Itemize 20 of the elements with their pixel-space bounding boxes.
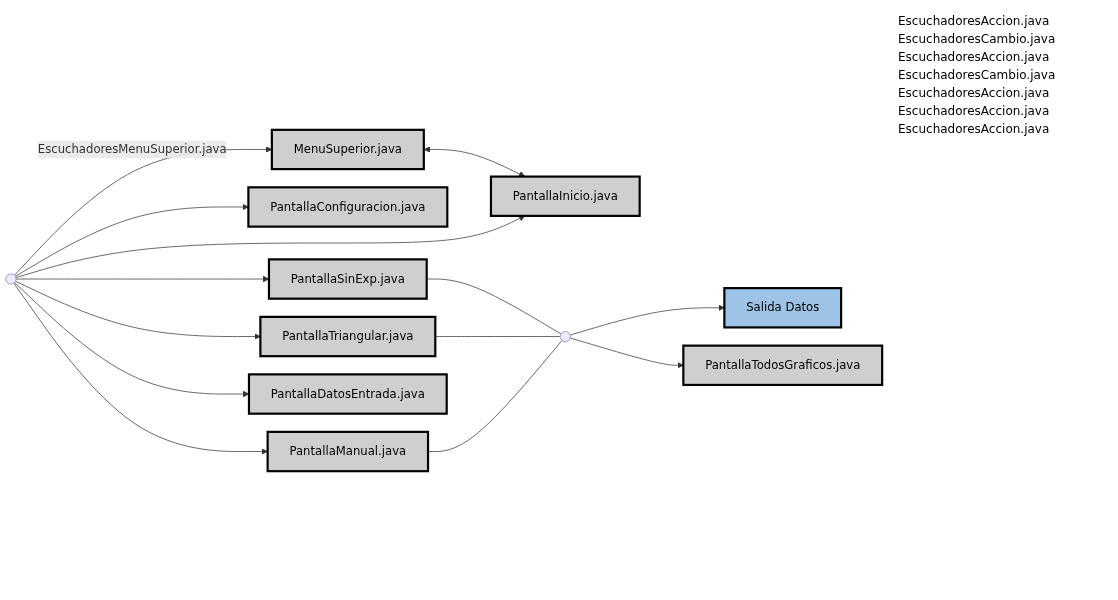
node-box: PantallaDatosEntrada.java bbox=[247, 372, 448, 415]
note-label: EscuchadoresAccion.java bbox=[898, 104, 1051, 118]
node-box: PantallaTriangular.java bbox=[259, 315, 437, 357]
node-box: PantallaConfiguracion.java bbox=[247, 185, 449, 228]
node-box: Salida Datos bbox=[723, 286, 843, 328]
node-box: PantallaTodosGraficos.java bbox=[682, 344, 884, 386]
note-label: EscuchadoresAccion.java bbox=[898, 50, 1051, 64]
edge-label: EscuchadoresMenuSuperior.java bbox=[37, 141, 227, 156]
node-box: MenuSuperior.java bbox=[270, 128, 425, 170]
node-circle bbox=[559, 330, 571, 342]
note-label: EscuchadoresCambio.java bbox=[898, 68, 1057, 82]
node-box: PantallaInicio.java bbox=[489, 175, 641, 217]
note-label: EscuchadoresAccion.java bbox=[898, 86, 1051, 100]
connector bbox=[426, 278, 562, 334]
note-label: EscuchadoresCambio.java bbox=[898, 32, 1057, 46]
node-box: PantallaSinExp.java bbox=[267, 257, 428, 300]
note-label: EscuchadoresAccion.java bbox=[898, 122, 1051, 136]
node-box: PantallaManual.java bbox=[266, 430, 430, 472]
node-circle bbox=[5, 273, 17, 284]
note-label: EscuchadoresAccion.java bbox=[898, 14, 1051, 28]
